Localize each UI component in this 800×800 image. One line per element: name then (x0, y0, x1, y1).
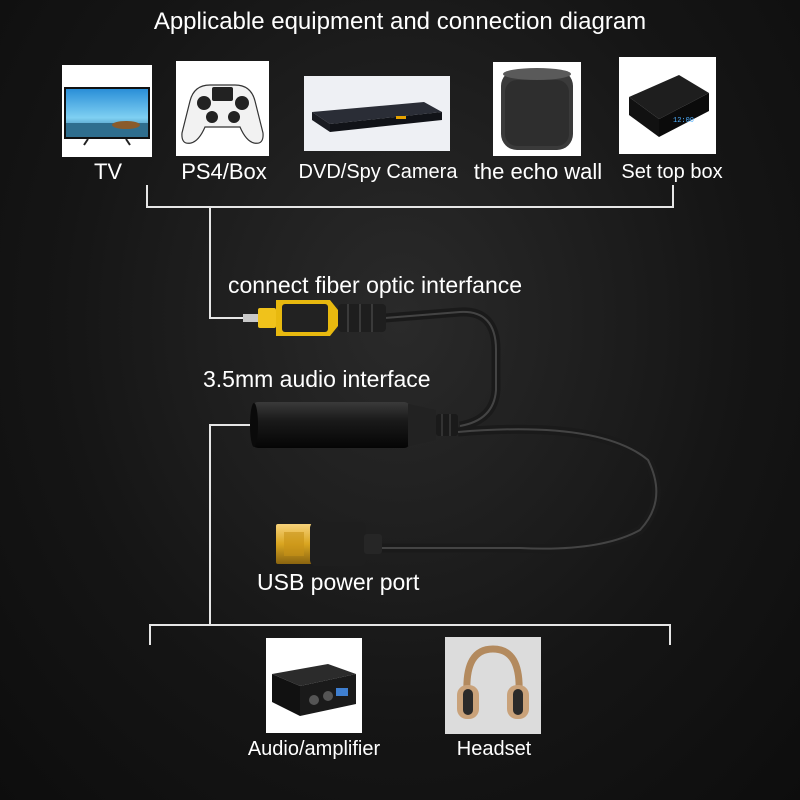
smart-speaker-icon (501, 68, 573, 150)
tv-icon (64, 87, 150, 146)
device-label-set-top-box: Set top box (621, 161, 723, 183)
amplifier-icon (272, 664, 356, 716)
dvd-player-icon (304, 76, 450, 151)
device-card-headset (445, 637, 541, 734)
set-top-box-icon: 12:00 (629, 75, 709, 137)
device-label-ps4: PS4/Box (181, 159, 267, 184)
box-display-text: 12:00 (673, 117, 694, 125)
device-label-echo: the echo wall (473, 159, 603, 184)
usb-plug (276, 522, 382, 566)
device-card-ps4 (176, 61, 269, 156)
device-card-amplifier (266, 638, 362, 733)
device-label-dvd: DVD/Spy Camera (298, 161, 458, 183)
device-card-echo (493, 62, 581, 156)
device-label-tv: TV (93, 159, 123, 184)
page-title: Applicable equipment and connection diag… (153, 8, 647, 35)
audio-barrel (250, 402, 458, 448)
fiber-interface-label: connect fiber optic interfance (228, 272, 523, 298)
audio-interface-label: 3.5mm audio interface (203, 366, 431, 392)
device-label-headset: Headset (456, 738, 532, 760)
gamepad-icon (181, 84, 264, 144)
device-card-set-top-box: 12:00 (619, 57, 716, 154)
usb-port-label: USB power port (257, 569, 420, 595)
device-card-tv (62, 65, 152, 157)
headphones-icon (445, 637, 541, 734)
device-card-dvd (304, 76, 450, 151)
optical-plug (243, 300, 386, 336)
device-label-amplifier: Audio/amplifier (247, 738, 381, 760)
